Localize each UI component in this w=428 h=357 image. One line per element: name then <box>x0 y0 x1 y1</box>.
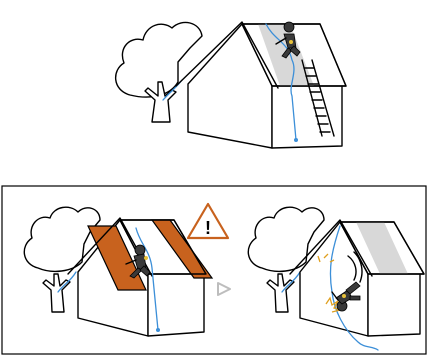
scene-wrong-anchor <box>24 207 212 336</box>
warning-triangle-icon: ! <box>188 204 228 238</box>
warning-glyph: ! <box>205 218 211 238</box>
scene-correct-setup <box>116 22 346 148</box>
scene-fall-result <box>248 207 424 350</box>
arrow-right-icon <box>218 283 230 295</box>
house <box>290 220 424 336</box>
